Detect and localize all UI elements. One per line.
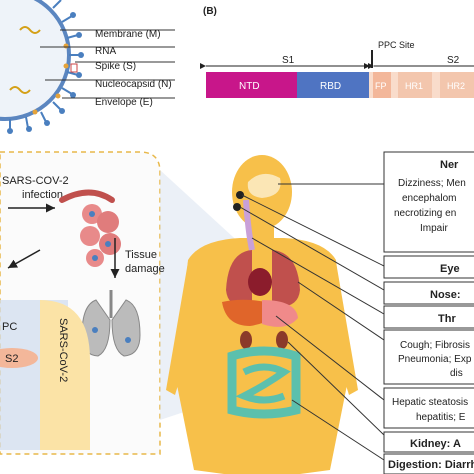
liver-line-1: Hepatic steatosis: [392, 397, 468, 408]
nervous-line-4: Impair: [420, 223, 448, 234]
rbd-domain: [297, 72, 369, 98]
s2-protein: [0, 348, 38, 368]
liver-box: [383, 387, 474, 429]
ppc-label: PC: [2, 321, 17, 333]
ppc-site-label: PPC Site: [378, 40, 415, 50]
rna-label: RNA: [95, 46, 116, 57]
eye-label: Eye: [440, 263, 460, 275]
spike-marker: [70, 63, 78, 73]
cell-entry-arrow: [7, 249, 41, 269]
ntd-domain: [206, 72, 297, 98]
s2-infection-label: S2: [5, 353, 18, 365]
nervous-line-1: Dizziness; Men: [398, 178, 466, 189]
fp-domain: [373, 72, 391, 98]
virion-membrane: [0, 0, 71, 121]
eye-marker: [236, 191, 244, 199]
digestion-label: Digestion: Diarrh: [388, 459, 474, 471]
lung-box: [383, 329, 474, 385]
rna-strand-2: [9, 86, 31, 94]
throat-label: Thr: [438, 313, 456, 325]
throat-box: [383, 305, 474, 329]
envelope-label: Envelope (E): [95, 97, 153, 108]
virus-surface: [40, 300, 90, 450]
sars-cov-2-label: SARS-CoV-2: [57, 318, 69, 382]
nose-marker: [233, 203, 241, 211]
damage-label-1: Tissue: [125, 249, 157, 261]
right-kidney: [276, 331, 288, 349]
damage-label-2: damage: [125, 263, 165, 275]
left-kidney: [240, 331, 252, 349]
organ-leader-lines: [239, 183, 385, 461]
nervous-box: [383, 151, 474, 253]
damaged-lungs: [81, 290, 141, 357]
kidney-label: Kidney: A: [410, 438, 461, 450]
nervous-line-3: necrotizing en: [394, 208, 456, 219]
infection-label-1: SARS-COV-2: [2, 175, 69, 187]
liver-line-2: hepatitis; E: [416, 412, 466, 423]
stomach: [262, 300, 298, 327]
small-intestine: [235, 363, 291, 404]
nose-box: [383, 281, 474, 305]
eye-box: [383, 255, 474, 279]
lung-line-3: dis: [450, 368, 463, 379]
symptom-boxes: Ner Dizziness; Men encephalom necrotizin…: [383, 151, 474, 474]
kidney-box: [383, 431, 474, 453]
s1-label: S1: [282, 55, 295, 66]
s2-label: S2: [447, 55, 460, 66]
nervous-title: Ner: [440, 159, 459, 171]
alveoli-cluster: [59, 189, 121, 267]
virion-leader-lines: [40, 29, 175, 99]
lung-line-1: Cough; Fibrosis: [400, 340, 470, 351]
nucleocapsid-label: Nucleocapsid (N): [95, 79, 172, 90]
fp-label: FP: [375, 81, 387, 91]
intestine: [227, 346, 301, 419]
hr2-domain: [440, 72, 474, 98]
left-arm: [166, 262, 204, 395]
rbd-label: RBD: [320, 81, 341, 92]
infection-label-2: infection: [22, 189, 63, 201]
left-lung: [226, 250, 252, 307]
hr1-label: HR1: [405, 81, 423, 91]
right-lung: [272, 250, 300, 307]
rna-strand: [19, 26, 41, 34]
hr2-label: HR2: [447, 81, 465, 91]
nervous-line-2: encephalom: [402, 193, 456, 204]
throat: [243, 199, 255, 251]
ntd-label: NTD: [239, 81, 260, 92]
spike-label: Spike (S): [95, 61, 136, 72]
spike-domain-panel: (B) PPC Site S1 S2 NTD RBD FP HR1 HR2: [200, 6, 474, 98]
nose-label: Nose:: [430, 289, 461, 301]
membrane-label: Membrane (M): [95, 29, 161, 40]
lung-line-2: Pneumonia; Exp: [398, 354, 472, 365]
digestion-box: [383, 453, 474, 474]
virion-spike-heads: [7, 12, 84, 134]
human-body: [166, 155, 358, 474]
brain: [247, 173, 281, 198]
heart: [248, 268, 272, 296]
panel-b-label: (B): [203, 6, 217, 17]
right-arm: [320, 262, 358, 395]
virion-diagram: Membrane (M) RNA Spike (S) Nucleocapsid …: [0, 0, 175, 134]
torso: [176, 238, 348, 474]
hr1-domain: [398, 72, 432, 98]
neck: [250, 222, 274, 242]
